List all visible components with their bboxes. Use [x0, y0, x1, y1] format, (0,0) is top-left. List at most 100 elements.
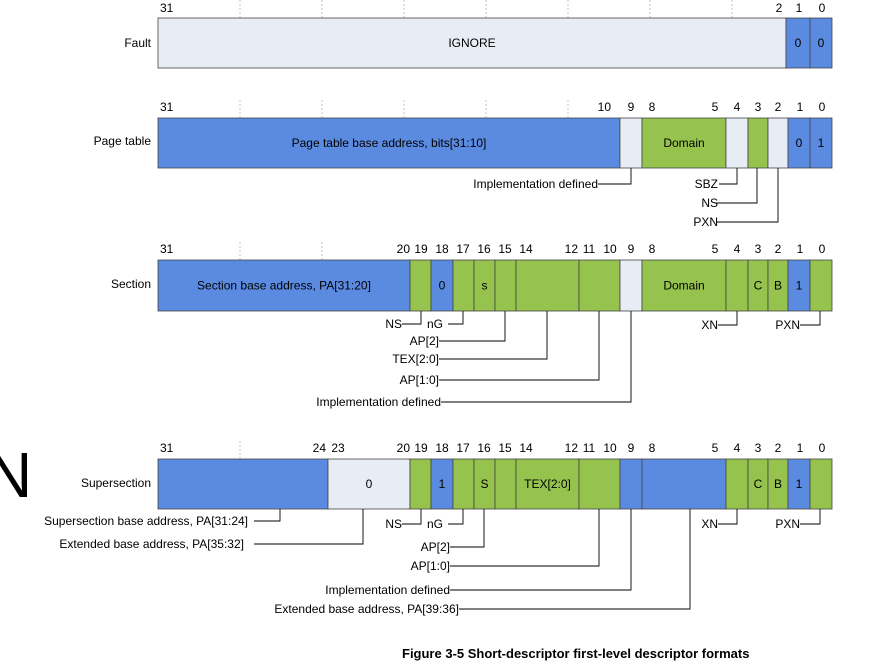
page-table-field-label: 0	[796, 136, 803, 150]
section-field-label: C	[754, 279, 763, 293]
supersection-field-label: 1	[439, 477, 446, 491]
section-impl-defined-callout: Implementation defined	[316, 395, 441, 409]
supersection-ap2-callout: AP[2]	[421, 540, 450, 554]
supersection-pa3124-callout-leader	[254, 509, 281, 522]
section-bit-number: 14	[519, 242, 533, 256]
supersection-bit-number: 12	[565, 441, 579, 455]
supersection-field	[641, 458, 727, 510]
supersection-field-label: B	[774, 477, 782, 491]
supersection-bit-number: 18	[435, 441, 449, 455]
page-table-bit-number: 1	[797, 100, 804, 114]
section-field	[157, 259, 411, 312]
supersection-field	[409, 458, 432, 510]
fault-field-label: 0	[795, 36, 802, 50]
supersection-bit-number: 15	[498, 441, 512, 455]
page-table-bit-number: 2	[775, 100, 782, 114]
page-table-impl-defined-callout-leader	[598, 168, 632, 185]
section-tex-callout-leader	[439, 311, 548, 360]
page-table-field	[767, 117, 789, 169]
page-table-field-label: 1	[818, 136, 825, 150]
supersection-bit-number: 5	[712, 441, 719, 455]
supersection-pa3124-callout: Supersection base address, PA[31:24]	[44, 514, 248, 528]
section-ap10-callout-leader	[439, 311, 600, 381]
section-impl-defined-callout-leader	[441, 311, 632, 403]
supersection-row-label: Supersection	[81, 476, 151, 490]
page-table-field-label: Domain	[663, 136, 704, 150]
section-bit-number: 16	[477, 242, 491, 256]
supersection-bit-number: 9	[628, 441, 635, 455]
section-bit-number: 19	[414, 242, 428, 256]
supersection-bit-number: 10	[603, 441, 617, 455]
supersection-field	[327, 458, 411, 510]
supersection-field	[809, 458, 833, 510]
section-bit-number: 20	[397, 242, 411, 256]
supersection-bit-number: 24	[313, 441, 327, 455]
supersection-field	[515, 458, 580, 510]
page-table-bit-number: 4	[734, 100, 741, 114]
section-field	[494, 259, 517, 312]
section-pxn-callout: PXN	[775, 318, 800, 332]
supersection-bit-number: 1	[797, 441, 804, 455]
page-table-field	[157, 117, 621, 169]
fault-field	[157, 17, 787, 69]
supersection-bit-number: 4	[734, 441, 741, 455]
section-pxn-callout-leader	[800, 311, 821, 326]
section-field-label: 0	[439, 279, 446, 293]
page-table-field	[619, 117, 643, 169]
figure-caption: Figure 3-5 Short-descriptor first-level …	[402, 646, 749, 661]
section-bit-number: 12	[565, 242, 579, 256]
supersection-xn-callout-leader	[718, 509, 738, 525]
supersection-bit-number: 3	[755, 441, 762, 455]
section-field-label: s	[482, 279, 488, 293]
supersection-pa3532-callout: Extended base address, PA[35:32]	[59, 537, 244, 551]
supersection-field-label: 0	[366, 477, 373, 491]
supersection-bit-number: 23	[331, 441, 345, 455]
supersection-ap10-callout: AP[1:0]	[411, 559, 450, 573]
supersection-pxn-callout-leader	[800, 509, 821, 525]
supersection-field-label: C	[754, 477, 763, 491]
page-table-impl-defined-callout: Implementation defined	[473, 177, 598, 191]
supersection-xn-callout: XN	[701, 517, 718, 531]
section-bit-number: 5	[712, 242, 719, 256]
supersection-bit-number: 31	[160, 441, 174, 455]
supersection-ng-callout: nG	[427, 517, 443, 531]
page-table-bit-number: 10	[598, 100, 612, 114]
section-ap2-callout-leader	[439, 311, 506, 342]
fault-field-label: 0	[818, 36, 825, 50]
supersection-bit-number: 17	[456, 441, 470, 455]
section-bit-number: 18	[435, 242, 449, 256]
section-ng-callout: nG	[427, 317, 443, 331]
section-field-label: 1	[796, 279, 803, 293]
fault-row-label: Fault	[124, 36, 151, 50]
supersection-bit-number: 14	[519, 441, 533, 455]
supersection-bit-number: 2	[775, 441, 782, 455]
page-table-field	[641, 117, 727, 169]
section-bit-number: 4	[734, 242, 741, 256]
page-table-field-label: Page table base address, bits[31:10]	[292, 136, 487, 150]
page-table-bit-number: 3	[755, 100, 762, 114]
supersection-bit-number: 20	[397, 441, 411, 455]
section-bit-number: 8	[649, 242, 656, 256]
fault-field-label: IGNORE	[448, 36, 495, 50]
page-table-bit-number: 31	[160, 100, 174, 114]
supersection-ap2-callout-leader	[450, 509, 485, 548]
supersection-pa3936-callout: Extended base address, PA[39:36]	[274, 602, 459, 616]
page-table-pxn-callout-leader	[716, 168, 779, 223]
section-bit-number: 17	[456, 242, 470, 256]
section-field	[578, 259, 621, 312]
supersection-bit-number: 11	[583, 441, 596, 455]
supersection-field	[725, 458, 749, 510]
section-xn-callout-leader	[718, 311, 738, 326]
section-bit-number: 31	[160, 242, 174, 256]
supersection-ap10-callout-leader	[450, 509, 600, 567]
section-field	[452, 259, 475, 312]
section-bit-number: 3	[755, 242, 762, 256]
page-table-field	[809, 117, 833, 169]
page-table-field	[747, 117, 769, 169]
supersection-field-label: S	[480, 477, 488, 491]
page-table-sbz-callout-leader	[719, 168, 738, 185]
section-field-label: Section base address, PA[31:20]	[197, 279, 371, 293]
supersection-field	[494, 458, 517, 510]
supersection-bit-number: 0	[819, 441, 826, 455]
section-field	[409, 259, 432, 312]
